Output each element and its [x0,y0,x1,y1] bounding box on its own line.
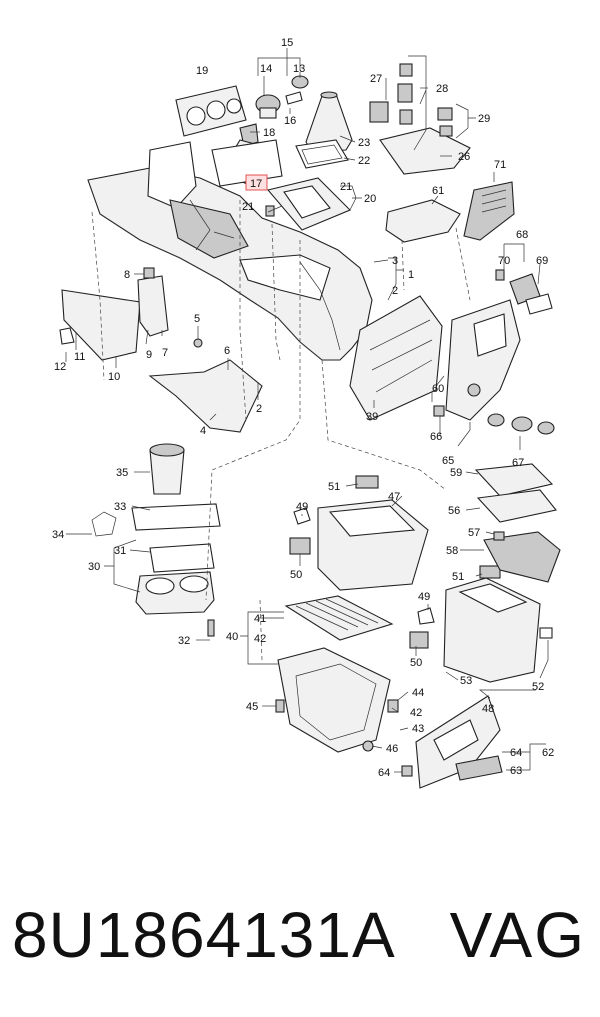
cup-insert [150,444,184,494]
callout-42a: 42 [254,633,266,645]
part-number: 8U1864131A [12,898,396,972]
side-panel [60,290,140,360]
callout-13: 13 [293,63,305,75]
callout-2b: 2 [256,403,262,415]
callout-32: 32 [178,635,190,647]
callout-44: 44 [412,687,424,699]
callout-19: 19 [196,65,208,77]
callout-61: 61 [432,185,444,197]
armrest-lid [386,200,460,242]
callout-15: 15 [281,37,293,49]
cup-seal [92,504,220,536]
callout-48: 48 [482,703,494,715]
callout-67: 67 [512,457,524,469]
callout-68: 68 [516,229,528,241]
cup-holder [136,572,214,636]
callout-45: 45 [246,701,258,713]
callout-2a: 2 [392,285,398,297]
callout-63: 63 [510,765,522,777]
rear-vent [464,182,514,240]
trim-panel [176,86,246,136]
callout-40: 40 [226,631,238,643]
callout-16: 16 [284,115,296,127]
callout-57: 57 [468,527,480,539]
callout-20: 20 [364,193,376,205]
callout-12: 12 [54,361,66,373]
callout-4: 4 [200,425,206,437]
callout-11: 11 [74,351,85,363]
callout-56: 56 [448,505,460,517]
callout-27: 27 [370,73,382,85]
callout-58: 58 [446,545,458,557]
storage-mat [286,596,392,640]
storage-bin [290,476,428,590]
exploded-parts-diagram: 15 14 13 19 16 18 17 23 22 21 20 21 27 2… [0,0,600,880]
callout-71: 71 [494,159,506,171]
callout-46: 46 [386,743,398,755]
callout-51a: 51 [328,481,340,493]
footer: 8U1864131A VAG [0,892,600,1002]
callout-28: 28 [436,83,448,95]
callout-21b: 21 [242,201,254,213]
callout-53: 53 [460,675,472,687]
callout-9: 9 [146,349,152,361]
brand-label: VAG [450,898,586,972]
lower-housing [276,648,398,752]
callout-50a: 50 [290,569,302,581]
callout-59: 59 [450,467,462,479]
callout-60: 60 [432,383,444,395]
callout-64b: 64 [378,767,390,779]
callout-1: 1 [408,269,414,281]
callout-50b: 50 [410,657,422,669]
rear-storage [410,566,552,682]
callout-39: 39 [366,411,378,423]
callout-14: 14 [260,63,272,75]
callout-29: 29 [478,113,490,125]
callout-49a: 49 [296,501,308,513]
cup-gasket [150,544,214,572]
rear-panel [446,300,520,420]
callout-52: 52 [532,681,544,693]
callout-41: 41 [254,613,266,625]
callout-3: 3 [392,255,398,267]
callout-30: 30 [88,561,100,573]
callout-43: 43 [412,723,424,735]
callout-26: 26 [458,151,470,163]
callout-70: 70 [498,255,510,267]
callout-18: 18 [263,127,275,139]
callout-64a: 64 [510,747,522,759]
callout-22: 22 [358,155,370,167]
callout-51b: 51 [452,571,464,583]
callout-10: 10 [108,371,120,383]
callout-69: 69 [536,255,548,267]
callout-35: 35 [116,467,128,479]
callout-65: 65 [442,455,454,467]
switch-module [370,64,470,174]
callout-62: 62 [542,747,554,759]
rear-upper-module [476,464,560,582]
bracket-left [138,268,168,336]
callout-42b: 42 [410,707,422,719]
callout-7: 7 [162,347,168,359]
shifter-trim [268,178,350,230]
callout-5: 5 [194,313,200,325]
callout-17: 17 [250,178,262,190]
callout-21a: 21 [340,181,352,193]
callout-33: 33 [114,501,126,513]
callout-49b: 49 [418,591,430,603]
callout-23: 23 [358,137,370,149]
callout-31: 31 [114,545,126,557]
callout-8: 8 [124,269,130,281]
callout-34: 34 [52,529,64,541]
callout-47: 47 [388,491,400,503]
callout-66: 66 [430,431,442,443]
callout-6: 6 [224,345,230,357]
